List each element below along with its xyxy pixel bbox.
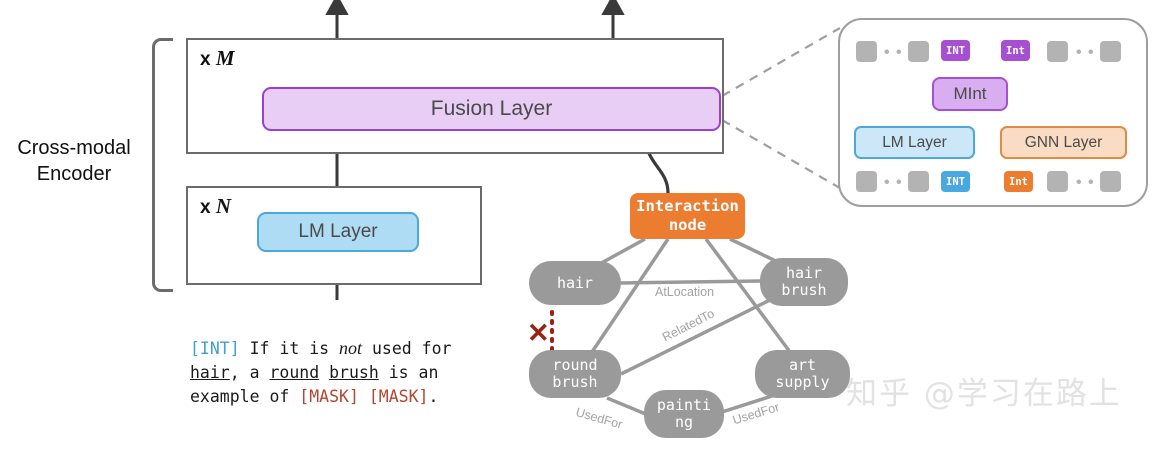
- kg-node-label: brush: [552, 373, 598, 391]
- edge-label-at-location: AtLocation: [655, 285, 715, 299]
- input-sentence: [INT] If it is not used for hair, a roun…: [190, 336, 510, 409]
- interaction-node[interactable]: Interaction node: [630, 193, 745, 239]
- sentence-underline-round: round: [269, 363, 320, 382]
- kg-node-label: hair: [556, 273, 594, 292]
- token-cell: [1047, 171, 1068, 192]
- sentence-part1: If it is: [239, 339, 340, 358]
- fusion-layer-box[interactable]: Fusion Layer: [262, 87, 721, 131]
- ellipsis-top-left: • • •: [884, 44, 915, 61]
- mask-token-2: [MASK]: [368, 387, 429, 406]
- kg-node-label: ng: [674, 413, 694, 431]
- encoder-bracket: [152, 38, 173, 292]
- repeat-n-label: x N: [200, 194, 231, 219]
- kg-node-label: hair: [785, 264, 823, 282]
- sentence-part4: is an: [378, 363, 439, 382]
- encoder-label-line2: Encoder: [36, 163, 112, 185]
- interaction-node-line2: node: [668, 216, 707, 234]
- kg-node-label: art: [788, 356, 817, 374]
- repeat-m-var: M: [215, 46, 235, 70]
- repeat-n-prefix: x: [200, 197, 211, 218]
- sentence-italic-not: not: [339, 338, 363, 358]
- token-cell: [1100, 41, 1121, 62]
- token-cell: [908, 41, 929, 62]
- edge-label-used-for-right: UsedFor: [731, 399, 781, 428]
- sentence-part2: used for: [362, 339, 452, 358]
- token-cell: [856, 41, 877, 62]
- inset-lm-layer-label: LM Layer: [882, 133, 947, 151]
- sentence-underline-brush: brush: [329, 363, 379, 382]
- sentence-space: [319, 363, 329, 382]
- token-cell: [856, 171, 877, 192]
- int-badge-top-left: INT: [941, 40, 970, 61]
- repeat-m-label: x M: [200, 46, 235, 71]
- fusion-layer-label: Fusion Layer: [430, 97, 553, 120]
- token-cell: [1047, 41, 1068, 62]
- sentence-underline-hair: hair: [190, 363, 230, 382]
- ellipsis-bottom-left: • • •: [884, 174, 915, 191]
- kg-node-painting[interactable]: painti ng: [644, 390, 724, 438]
- watermark: 知乎 @学习在路上: [846, 376, 1122, 412]
- int-badge-bottom-right: Int: [1004, 171, 1033, 192]
- ellipsis-top-right: • • •: [1076, 44, 1107, 61]
- cross-modal-encoder-label: Cross-modal Encoder: [0, 135, 148, 187]
- kg-node-label: round: [552, 356, 598, 374]
- inset-gnn-layer-box[interactable]: GNN Layer: [1000, 126, 1127, 159]
- lm-block-container: x N: [186, 186, 482, 285]
- encoder-label-line1: Cross-modal: [17, 137, 131, 159]
- mint-label: MInt: [953, 84, 987, 103]
- edge-label-used-for-left: UsedFor: [574, 405, 625, 432]
- edge-label-related-to: RelatedTo: [660, 306, 717, 345]
- pruned-edge-marker: ✕: [527, 318, 550, 348]
- repeat-m-prefix: x: [200, 49, 211, 70]
- int-badge-top-right: Int: [1001, 40, 1030, 61]
- kg-node-label: painti: [656, 396, 712, 414]
- interaction-node-line1: Interaction: [636, 197, 739, 215]
- kg-node-round-brush[interactable]: round brush: [529, 350, 621, 398]
- sentence-part3: , a: [229, 363, 270, 382]
- lm-layer-box[interactable]: LM Layer: [257, 212, 419, 252]
- kg-node-label: brush: [781, 281, 827, 299]
- repeat-n-var: N: [215, 194, 232, 218]
- lm-layer-label: LM Layer: [298, 221, 378, 242]
- mask-token-1: [MASK]: [299, 387, 359, 406]
- mint-detail-panel: [838, 18, 1148, 207]
- sentence-line3-pre: example of: [190, 387, 300, 406]
- token-cell: [1100, 171, 1121, 192]
- ellipsis-bottom-right: • • •: [1076, 174, 1107, 191]
- inset-gnn-layer-label: GNN Layer: [1024, 133, 1103, 151]
- int-badge-bottom-left: INT: [941, 171, 970, 192]
- inset-lm-layer-box[interactable]: LM Layer: [854, 126, 975, 159]
- kg-node-hair[interactable]: hair: [529, 261, 621, 305]
- token-cell: [908, 171, 929, 192]
- int-token: [INT]: [190, 339, 240, 358]
- sentence-period: .: [428, 387, 439, 406]
- kg-node-art-supply[interactable]: art supply: [755, 350, 850, 398]
- mint-box[interactable]: MInt: [932, 77, 1008, 111]
- kg-node-hair-brush[interactable]: hair brush: [760, 258, 848, 306]
- kg-node-label: supply: [775, 373, 830, 391]
